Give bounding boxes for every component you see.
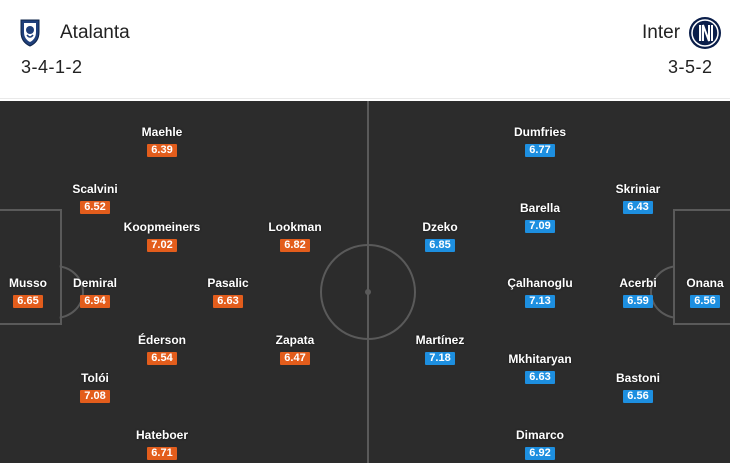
- center-circle: [320, 244, 416, 340]
- away-team-name[interactable]: Inter: [642, 22, 681, 43]
- player-name: Pasalic: [207, 276, 249, 290]
- player-rating: 6.54: [147, 352, 177, 365]
- player-rating: 6.56: [623, 390, 653, 403]
- player-name: Bastoni: [615, 371, 660, 385]
- player-skriniar[interactable]: Skriniar 6.43: [578, 182, 698, 214]
- player-name: Lookman: [268, 220, 322, 234]
- player-name: Dimarco: [515, 428, 565, 442]
- player-ederson[interactable]: Éderson 6.54: [102, 333, 222, 365]
- player-rating: 6.82: [280, 239, 310, 252]
- player-rating: 6.56: [690, 295, 720, 308]
- player-name: Skriniar: [615, 182, 661, 196]
- away-formation: 3-5-2: [668, 57, 713, 77]
- player-name: Hateboer: [135, 428, 188, 442]
- player-lookman[interactable]: Lookman 6.82: [235, 220, 355, 252]
- player-rating: 6.71: [147, 447, 177, 460]
- player-rating: 6.63: [525, 371, 555, 384]
- player-acerbi[interactable]: Acerbi 6.59: [578, 276, 698, 308]
- atalanta-crest-icon[interactable]: [19, 18, 41, 47]
- player-name: Koopmeiners: [123, 220, 201, 234]
- player-name: Maehle: [141, 125, 183, 139]
- player-name: Barella: [519, 201, 561, 215]
- player-rating: 7.18: [425, 352, 455, 365]
- player-dimarco[interactable]: Dimarco 6.92: [480, 428, 600, 460]
- player-musso[interactable]: Musso 6.65: [0, 276, 88, 308]
- player-rating: 6.52: [80, 201, 110, 214]
- player-rating: 6.77: [525, 144, 555, 157]
- player-dzeko[interactable]: Dzeko 6.85: [380, 220, 500, 252]
- player-rating: 6.85: [425, 239, 455, 252]
- player-name: Çalhanoglu: [507, 276, 573, 290]
- home-team-name[interactable]: Atalanta: [60, 22, 130, 43]
- player-scalvini[interactable]: Scalvini 6.52: [35, 182, 155, 214]
- player-hateboer[interactable]: Hateboer 6.71: [102, 428, 222, 460]
- player-bastoni[interactable]: Bastoni 6.56: [578, 371, 698, 403]
- player-rating: 7.13: [525, 295, 555, 308]
- player-rating: 6.39: [147, 144, 177, 157]
- player-maehle[interactable]: Maehle 6.39: [102, 125, 222, 157]
- player-dumfries[interactable]: Dumfries 6.77: [480, 125, 600, 157]
- player-rating: 6.92: [525, 447, 555, 460]
- player-onana[interactable]: Onana 6.56: [645, 276, 730, 308]
- player-toloi[interactable]: Tolói 7.08: [35, 371, 155, 403]
- player-name: Dumfries: [513, 125, 566, 139]
- player-koopmeiners[interactable]: Koopmeiners 7.02: [102, 220, 222, 252]
- player-name: Acerbi: [619, 276, 657, 290]
- player-rating: 6.94: [80, 295, 110, 308]
- player-name: Scalvini: [72, 182, 118, 196]
- player-name: Onana: [686, 276, 724, 290]
- player-rating: 6.43: [623, 201, 653, 214]
- pitch: [0, 101, 730, 463]
- player-rating: 7.02: [147, 239, 177, 252]
- player-name: Musso: [8, 276, 47, 290]
- player-martinez[interactable]: Martínez 7.18: [380, 333, 500, 365]
- player-name: Tolói: [81, 371, 109, 385]
- lineup-header: Atalanta 3-4-1-2 Inter 3-5-2: [0, 0, 730, 99]
- center-spot: [365, 289, 371, 295]
- player-zapata[interactable]: Zapata 6.47: [235, 333, 355, 365]
- player-rating: 6.65: [13, 295, 43, 308]
- player-pasalic[interactable]: Pasalic 6.63: [168, 276, 288, 308]
- player-rating: 6.47: [280, 352, 310, 365]
- home-formation: 3-4-1-2: [21, 57, 83, 77]
- player-name: Mkhitaryan: [508, 352, 572, 366]
- player-name: Martínez: [415, 333, 465, 347]
- player-rating: 6.59: [623, 295, 653, 308]
- player-rating: 6.63: [213, 295, 243, 308]
- player-name: Demiral: [72, 276, 118, 290]
- player-rating: 7.09: [525, 220, 555, 233]
- player-name: Zapata: [275, 333, 315, 347]
- player-demiral[interactable]: Demiral 6.94: [35, 276, 155, 308]
- player-rating: 7.08: [80, 390, 110, 403]
- player-name: Éderson: [137, 333, 186, 347]
- player-calhanoglu[interactable]: Çalhanoglu 7.13: [480, 276, 600, 308]
- player-name: Dzeko: [422, 220, 458, 234]
- inter-crest-icon[interactable]: [688, 16, 722, 50]
- player-barella[interactable]: Barella 7.09: [480, 201, 600, 233]
- player-mkhitaryan[interactable]: Mkhitaryan 6.63: [480, 352, 600, 384]
